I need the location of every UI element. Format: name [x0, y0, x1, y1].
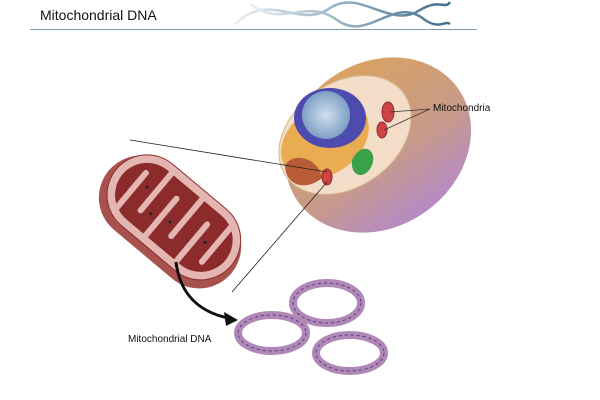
- label-mitochondrial-dna: Mitochondrial DNA: [128, 334, 212, 345]
- zoom-lines: [129, 139, 328, 293]
- dna-helix-decoration: [234, 1, 452, 28]
- mitochondria-pointer-lines: [383, 108, 431, 131]
- arrow: [174, 261, 229, 320]
- nucleus: [302, 91, 350, 139]
- dna-ring: [234, 311, 310, 355]
- arrow-head: [224, 312, 238, 326]
- dna-ring: [312, 331, 388, 375]
- dna-rings: [234, 279, 388, 375]
- animal-cell: [278, 57, 472, 233]
- slide-title: Mitochondrial DNA: [40, 7, 157, 23]
- title-divider: [30, 29, 477, 30]
- mitochondrion: [98, 154, 242, 289]
- label-mitochondria: Mitochondria: [433, 103, 491, 114]
- dna-ring: [289, 279, 365, 327]
